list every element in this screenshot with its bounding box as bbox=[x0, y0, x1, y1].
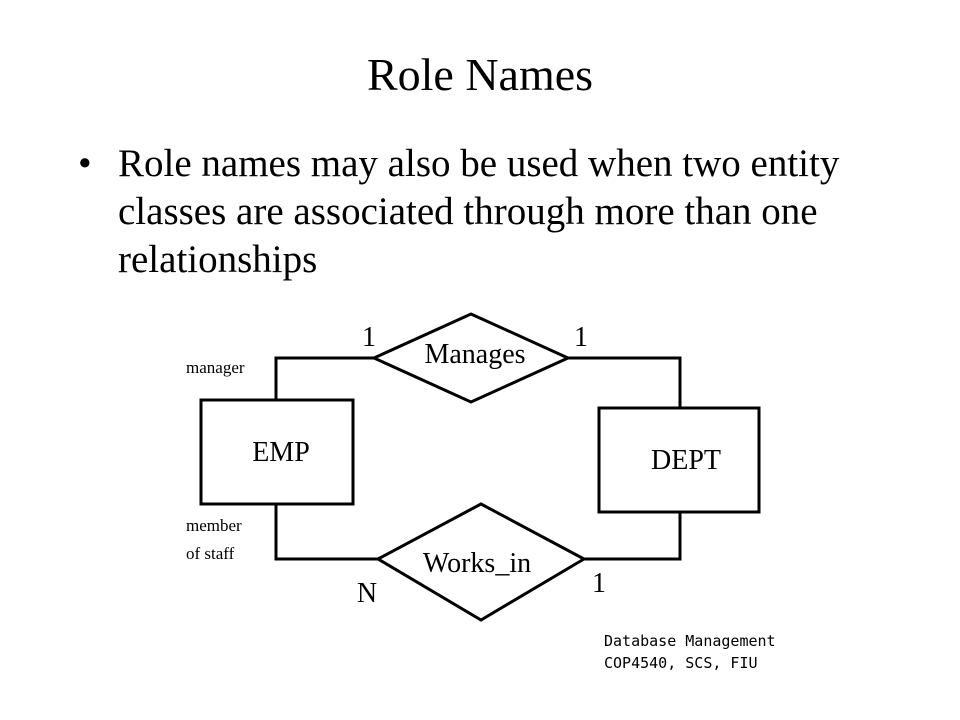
bullet-text: Role names may also be used when two ent… bbox=[118, 142, 840, 281]
bullet-item: • Role names may also be used when two e… bbox=[78, 140, 878, 284]
slide-title: Role Names bbox=[366, 49, 594, 100]
emp-works-in-connector bbox=[274, 504, 378, 561]
dept-label: DEPT bbox=[651, 445, 721, 476]
member-role-label-line1: member bbox=[186, 516, 242, 535]
bullet-dot-icon: • bbox=[78, 142, 92, 185]
member-role-label-line2: of staff bbox=[186, 544, 235, 563]
manager-role-label: manager bbox=[186, 358, 245, 377]
emp-entity-box bbox=[199, 398, 355, 506]
manages-dept-cardinality: 1 bbox=[574, 322, 588, 353]
manages-emp-cardinality: 1 bbox=[362, 322, 376, 353]
dept-entity-box bbox=[597, 406, 761, 514]
footer: Database Management COP4540, SCS, FIU bbox=[604, 630, 776, 674]
footer-school-line: COP4540, SCS, FIU bbox=[604, 654, 758, 672]
manages-label: Manages bbox=[424, 339, 525, 370]
works-in-dept-cardinality: 1 bbox=[592, 568, 606, 599]
works-in-label: Works_in bbox=[423, 548, 531, 579]
manages-diamond bbox=[370, 312, 572, 404]
works-in-dept-connector bbox=[584, 512, 682, 561]
works-in-diamond bbox=[374, 502, 588, 622]
emp-manages-connector bbox=[274, 356, 374, 400]
manages-dept-connector bbox=[568, 356, 682, 408]
bullet-list: • Role names may also be used when two e… bbox=[78, 140, 878, 284]
emp-label: EMP bbox=[252, 437, 310, 468]
footer-course-line: Database Management bbox=[604, 632, 776, 650]
works-in-emp-cardinality: N bbox=[357, 578, 377, 609]
